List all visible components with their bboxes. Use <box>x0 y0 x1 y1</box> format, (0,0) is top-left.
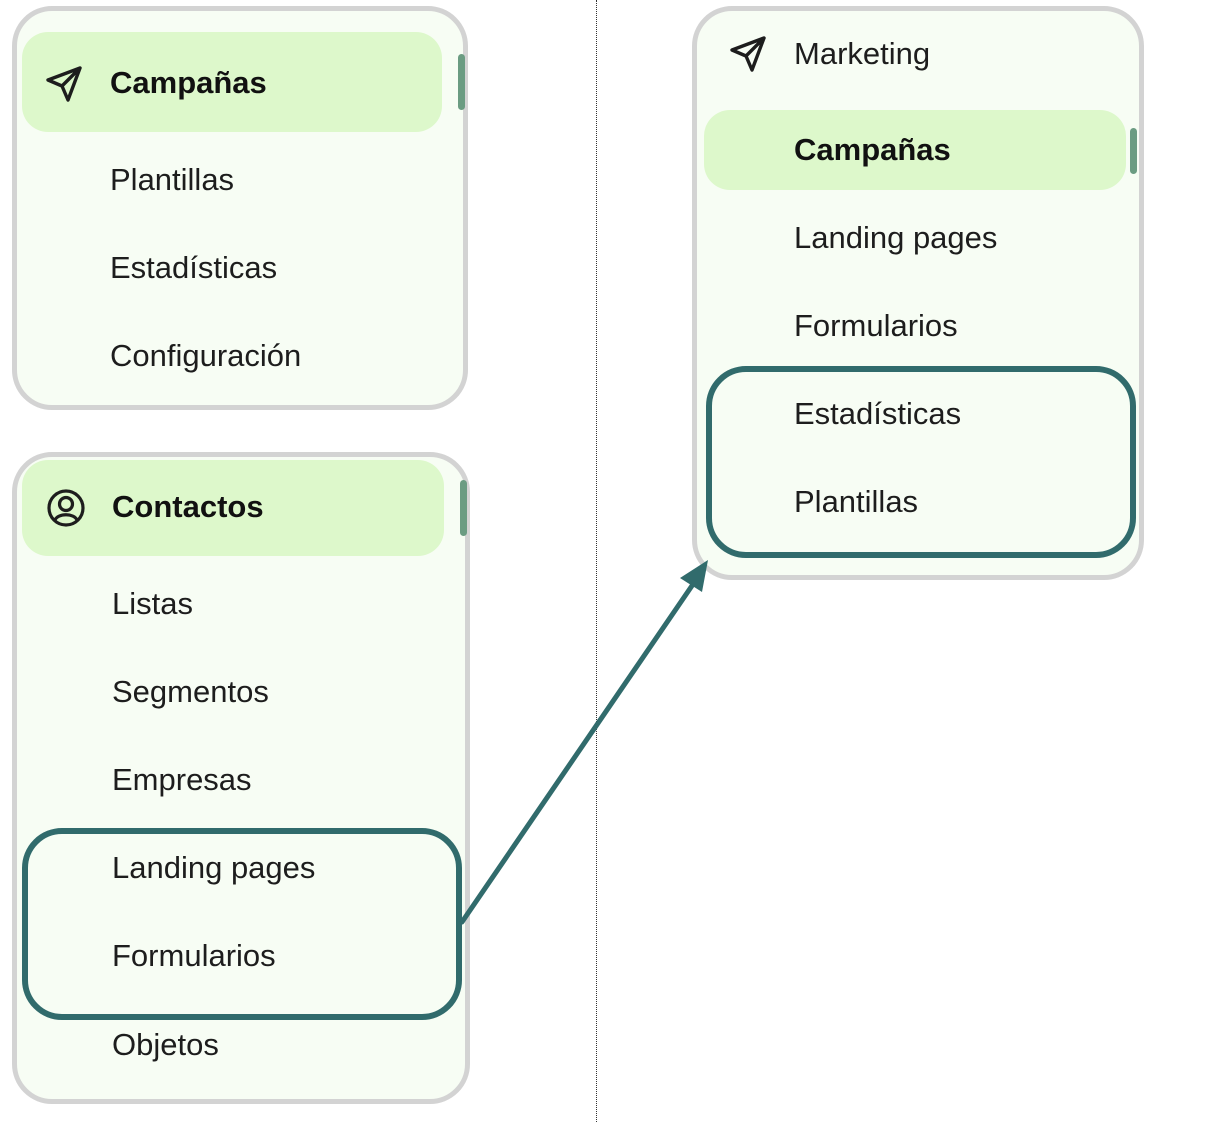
menu-header-campaigns[interactable]: Campañas <box>110 65 267 100</box>
menu-item-estadisticas[interactable]: Estadísticas <box>110 250 278 285</box>
menu-item-plantillas[interactable]: Plantillas <box>794 484 919 519</box>
menu-item-formularios[interactable]: Formularios <box>112 938 276 973</box>
menu-item-estadisticas[interactable]: Estadísticas <box>794 396 962 431</box>
menu-item-formularios[interactable]: Formularios <box>794 308 958 343</box>
menu-item-empresas[interactable]: Empresas <box>112 762 252 797</box>
panel-contacts-before <box>12 452 470 1104</box>
menu-item-landing-pages[interactable]: Landing pages <box>794 220 998 255</box>
send-icon <box>730 36 766 72</box>
menu-item-landing-pages[interactable]: Landing pages <box>112 850 316 885</box>
menu-item-configuracion[interactable]: Configuración <box>110 338 302 373</box>
active-item-background <box>22 460 444 556</box>
menu-section-marketing[interactable]: Marketing <box>794 36 931 71</box>
menu-item-segmentos[interactable]: Segmentos <box>112 674 269 709</box>
active-item-background <box>22 32 442 132</box>
menu-item-plantillas[interactable]: Plantillas <box>110 162 235 197</box>
dotted-divider <box>596 0 597 1122</box>
menu-item-objetos[interactable]: Objetos <box>112 1027 219 1062</box>
moved-items-source-highlight <box>22 828 462 1020</box>
active-item-background <box>704 110 1126 190</box>
menu-header-contacts[interactable]: Contactos <box>112 489 264 524</box>
arrow-line <box>459 571 703 925</box>
moved-items-destination-highlight <box>706 366 1136 558</box>
menu-item-campanas-active[interactable]: Campañas <box>794 132 951 167</box>
send-icon <box>46 66 82 102</box>
user-circle-icon <box>47 489 85 527</box>
active-item-indicator <box>460 480 467 536</box>
active-item-indicator <box>1130 128 1137 174</box>
panel-marketing-after <box>692 6 1144 580</box>
active-item-indicator <box>458 54 465 110</box>
menu-item-listas[interactable]: Listas <box>112 586 193 621</box>
